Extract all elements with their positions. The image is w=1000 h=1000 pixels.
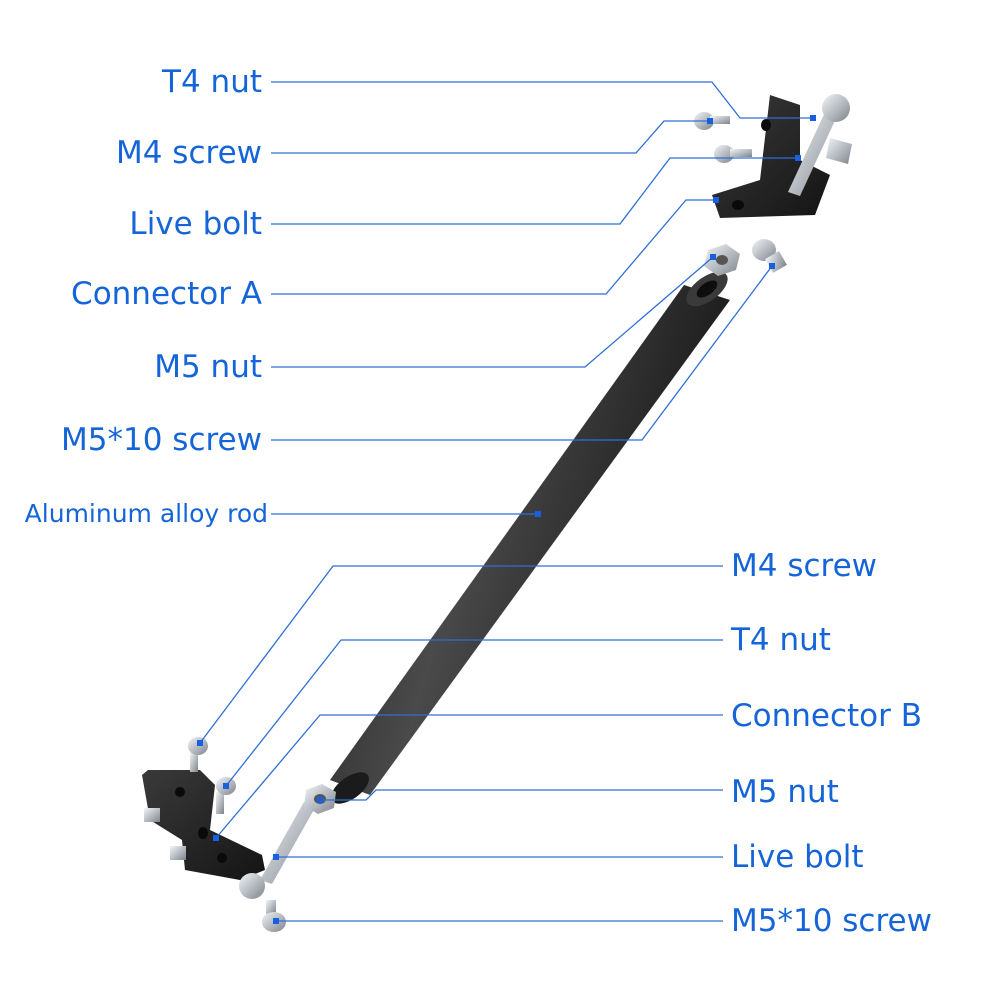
label-aluminum-alloy-rod: Aluminum alloy rod [25,499,268,528]
label-connector-a: Connector A [71,276,262,312]
label-t4-nut-top: T4 nut [161,64,262,100]
live-bolt-bottom-part [239,802,316,899]
aluminum-rod [330,271,730,804]
t4-nut-top-part [826,138,852,164]
leader-dots-left [535,115,816,517]
label-m4-screw-bottom: M4 screw [731,548,877,584]
live-bolt-top-part [788,94,850,196]
label-m5x10-screw-top: M5*10 screw [61,422,262,458]
label-m5-nut-top: M5 nut [154,349,262,385]
label-connector-b: Connector B [731,698,922,734]
leader-dots-right [197,740,323,924]
m5-nut-top-part [704,244,740,276]
leaders-right [199,565,723,922]
t4-nut-bottom-part [144,808,186,860]
m5x10-screw-bottom-part [262,900,286,932]
connector-b-bracket [142,770,265,880]
label-live-bolt-top: Live bolt [129,206,262,242]
labels-right: M4 screw T4 nut Connector B M5 nut Live … [730,548,932,939]
m4-screw-bottom-part-2 [216,777,236,814]
label-live-bolt-bottom: Live bolt [731,839,864,875]
labels-left: T4 nut M4 screw Live bolt Connector A M5… [25,64,268,528]
leaders-left [271,81,813,515]
label-t4-nut-bottom: T4 nut [730,622,831,658]
label-m5-nut-bottom: M5 nut [731,774,839,810]
label-m4-screw-top: M4 screw [116,135,262,171]
label-m5x10-screw-bottom: M5*10 screw [731,903,932,939]
m4-screw-top-part-2 [714,145,752,163]
